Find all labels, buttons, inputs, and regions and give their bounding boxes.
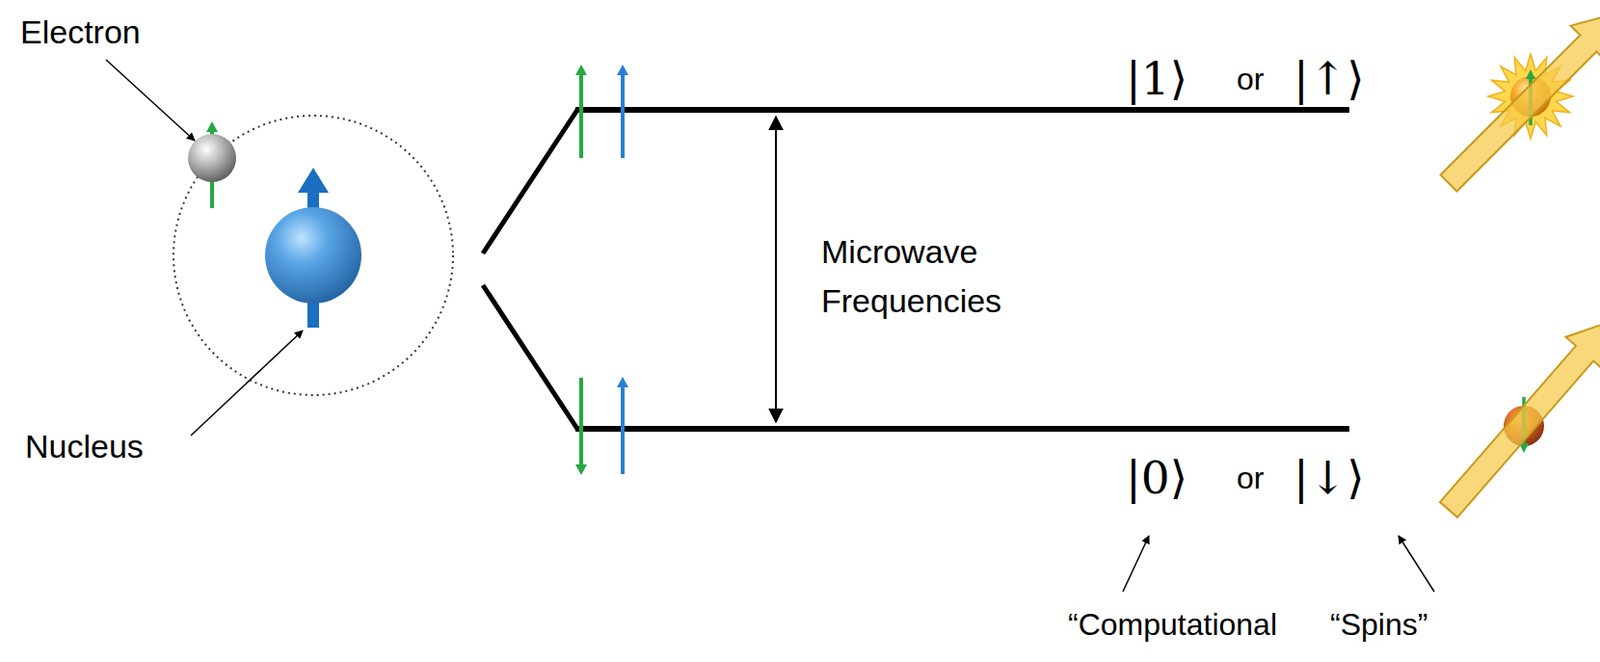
energy-level (575, 426, 1350, 432)
basis-label: “Computational (1067, 607, 1278, 643)
split-line (482, 109, 578, 254)
transition-label: Microwave Frequencies (821, 227, 1043, 326)
callout-label: Electron (20, 13, 141, 52)
electron-sphere (187, 133, 237, 183)
orbit-circle (173, 115, 454, 396)
callout-label: Nucleus (25, 427, 144, 466)
laser-beam (1431, 0, 1600, 201)
basis-label: “Spins” (1330, 607, 1428, 643)
leader-line (190, 330, 303, 436)
or-label: or (1236, 61, 1264, 98)
ket-label: |0⟩ (1125, 452, 1188, 505)
nucleus-sphere (265, 207, 362, 304)
level-spin-arrows (575, 64, 629, 476)
ket-label: |↑⟩ (1293, 53, 1365, 106)
leader-line (1398, 535, 1435, 592)
transition-arrow (774, 116, 777, 423)
ket-label: |↓⟩ (1293, 452, 1365, 505)
ket-label: |1⟩ (1125, 53, 1188, 106)
leader-line (1122, 535, 1149, 592)
leader-line (106, 59, 195, 141)
energy-level (575, 106, 1350, 113)
or-label: or (1236, 460, 1264, 497)
laser-beam (1429, 304, 1600, 527)
split-line (482, 285, 578, 429)
